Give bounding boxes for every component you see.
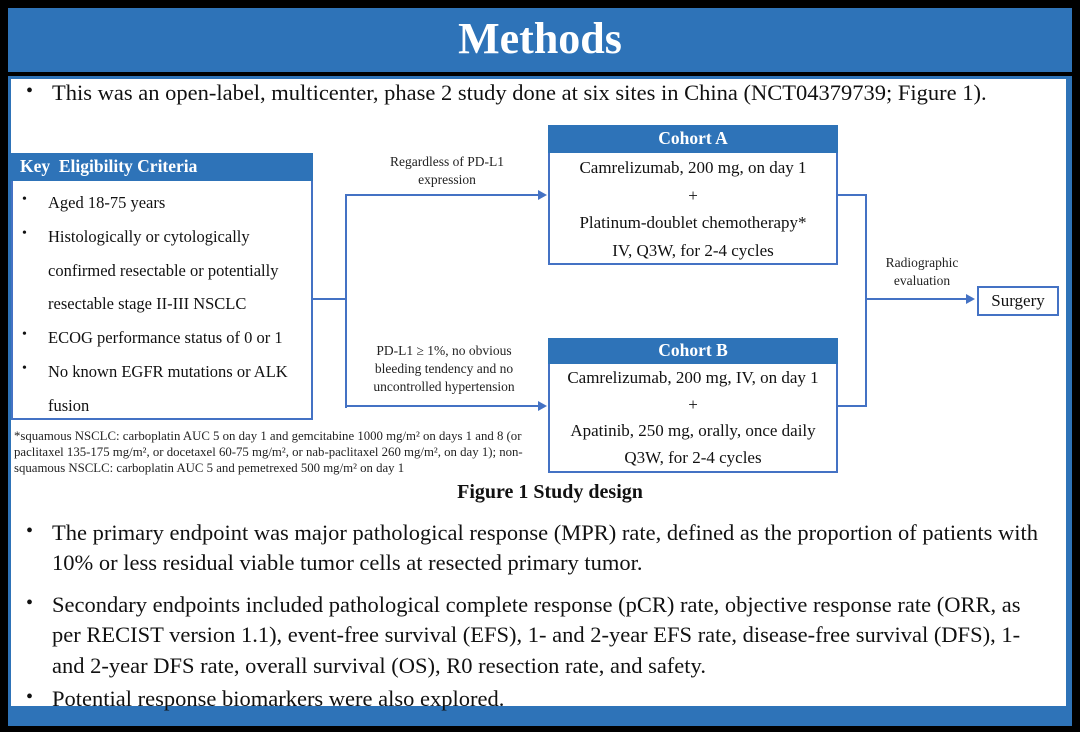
eligibility-header: Key Eligibility Criteria [11, 153, 313, 181]
eligibility-item-text: No known EGFR mutations or ALK fusion [48, 362, 288, 415]
cohort-b-line: Apatinib, 250 mg, orally, once daily [570, 421, 816, 440]
cohort-b-header: Cohort B [548, 338, 838, 364]
connector-left-vertical [345, 194, 347, 408]
bullet-text: Potential response biomarkers were also … [52, 686, 505, 711]
eligibility-box [11, 153, 313, 420]
bullet-marker: • [22, 361, 27, 377]
cohort-a-line: IV, Q3W, for 2-4 cycles [612, 240, 774, 260]
chemotherapy-footnote: *squamous NSCLC: carboplatin AUC 5 on da… [14, 429, 523, 475]
connector-to-surgery [865, 298, 967, 300]
bullet-marker: • [26, 80, 34, 102]
connector-cohort-a-out [837, 194, 867, 196]
connector-cohort-b-out [837, 405, 867, 407]
eligibility-item: • Aged 18-75 years [15, 186, 309, 220]
bullet-item-biomarkers: • Potential response biomarkers were als… [26, 684, 1040, 714]
bullet-marker: • [26, 592, 34, 614]
cohort-a-header: Cohort A [548, 125, 838, 153]
bullet-marker: • [22, 225, 27, 241]
bullet-marker: • [22, 192, 27, 207]
bullet-text: The primary endpoint was major pathologi… [52, 520, 1039, 576]
surgery-box: Surgery [977, 286, 1059, 316]
cohort-b-body: Camrelizumab, 200 mg, IV, on day 1 + Apa… [550, 365, 836, 471]
arrow-label-pdl1-positive: PD-L1 ≥ 1%, no obvious bleeding tendency… [373, 343, 515, 394]
connector-right-vertical [865, 194, 867, 407]
eligibility-item-text: Histologically or cytologically confirme… [48, 226, 279, 314]
arrowhead-surgery-icon [966, 294, 975, 304]
title-band [8, 8, 1072, 72]
eligibility-item-text: Aged 18-75 years [48, 193, 166, 212]
arrow-label-pdl1-any: Regardless of PD-L1 expression [390, 154, 504, 187]
cohort-a-line: + [688, 185, 698, 205]
cohort-a-body: Camrelizumab, 200 mg, on day 1 + Platinu… [550, 154, 836, 264]
eligibility-item: • ECOG performance status of 0 or 1 [15, 321, 309, 355]
bullet-item-primary-endpoint: • The primary endpoint was major patholo… [26, 518, 1040, 579]
bullet-marker: • [26, 686, 34, 708]
bullet-item-secondary-endpoints: • Secondary endpoints included pathologi… [26, 590, 1040, 681]
connector-to-cohort-a [345, 194, 539, 196]
bullet-text: Secondary endpoints included pathologica… [52, 592, 1021, 678]
arrowhead-cohort-a-icon [538, 190, 547, 200]
bullet-item-intro: • This was an open-label, multicenter, p… [26, 78, 1040, 108]
eligibility-item: • Histologically or cytologically confir… [15, 220, 309, 321]
arrowhead-cohort-b-icon [538, 401, 547, 411]
eligibility-item-text: ECOG performance status of 0 or 1 [48, 328, 283, 348]
cohort-b-line: Camrelizumab, 200 mg, IV, on day 1 [567, 368, 819, 387]
page-title: Methods [458, 14, 622, 63]
cohort-a-line: Platinum-doublet chemotherapy* [579, 213, 807, 232]
bullet-text: This was an open-label, multicenter, pha… [52, 80, 987, 105]
cohort-b-line: + [688, 394, 698, 414]
cohort-a-line: Camrelizumab, 200 mg, on day 1 [579, 158, 807, 177]
eligibility-criteria-list: • Aged 18-75 years • Histologically or c… [15, 186, 309, 423]
eligibility-item: • No known EGFR mutations or ALK fusion [15, 355, 309, 423]
bullet-marker: • [26, 520, 34, 542]
figure-caption: Figure 1 Study design [457, 481, 643, 503]
connector-eligibility-stub [313, 298, 347, 300]
bullet-marker: • [22, 327, 27, 343]
cohort-b-line: Q3W, for 2-4 cycles [624, 447, 762, 467]
arrow-label-radiographic-evaluation: Radiographic evaluation [885, 255, 959, 288]
connector-to-cohort-b [345, 405, 539, 407]
